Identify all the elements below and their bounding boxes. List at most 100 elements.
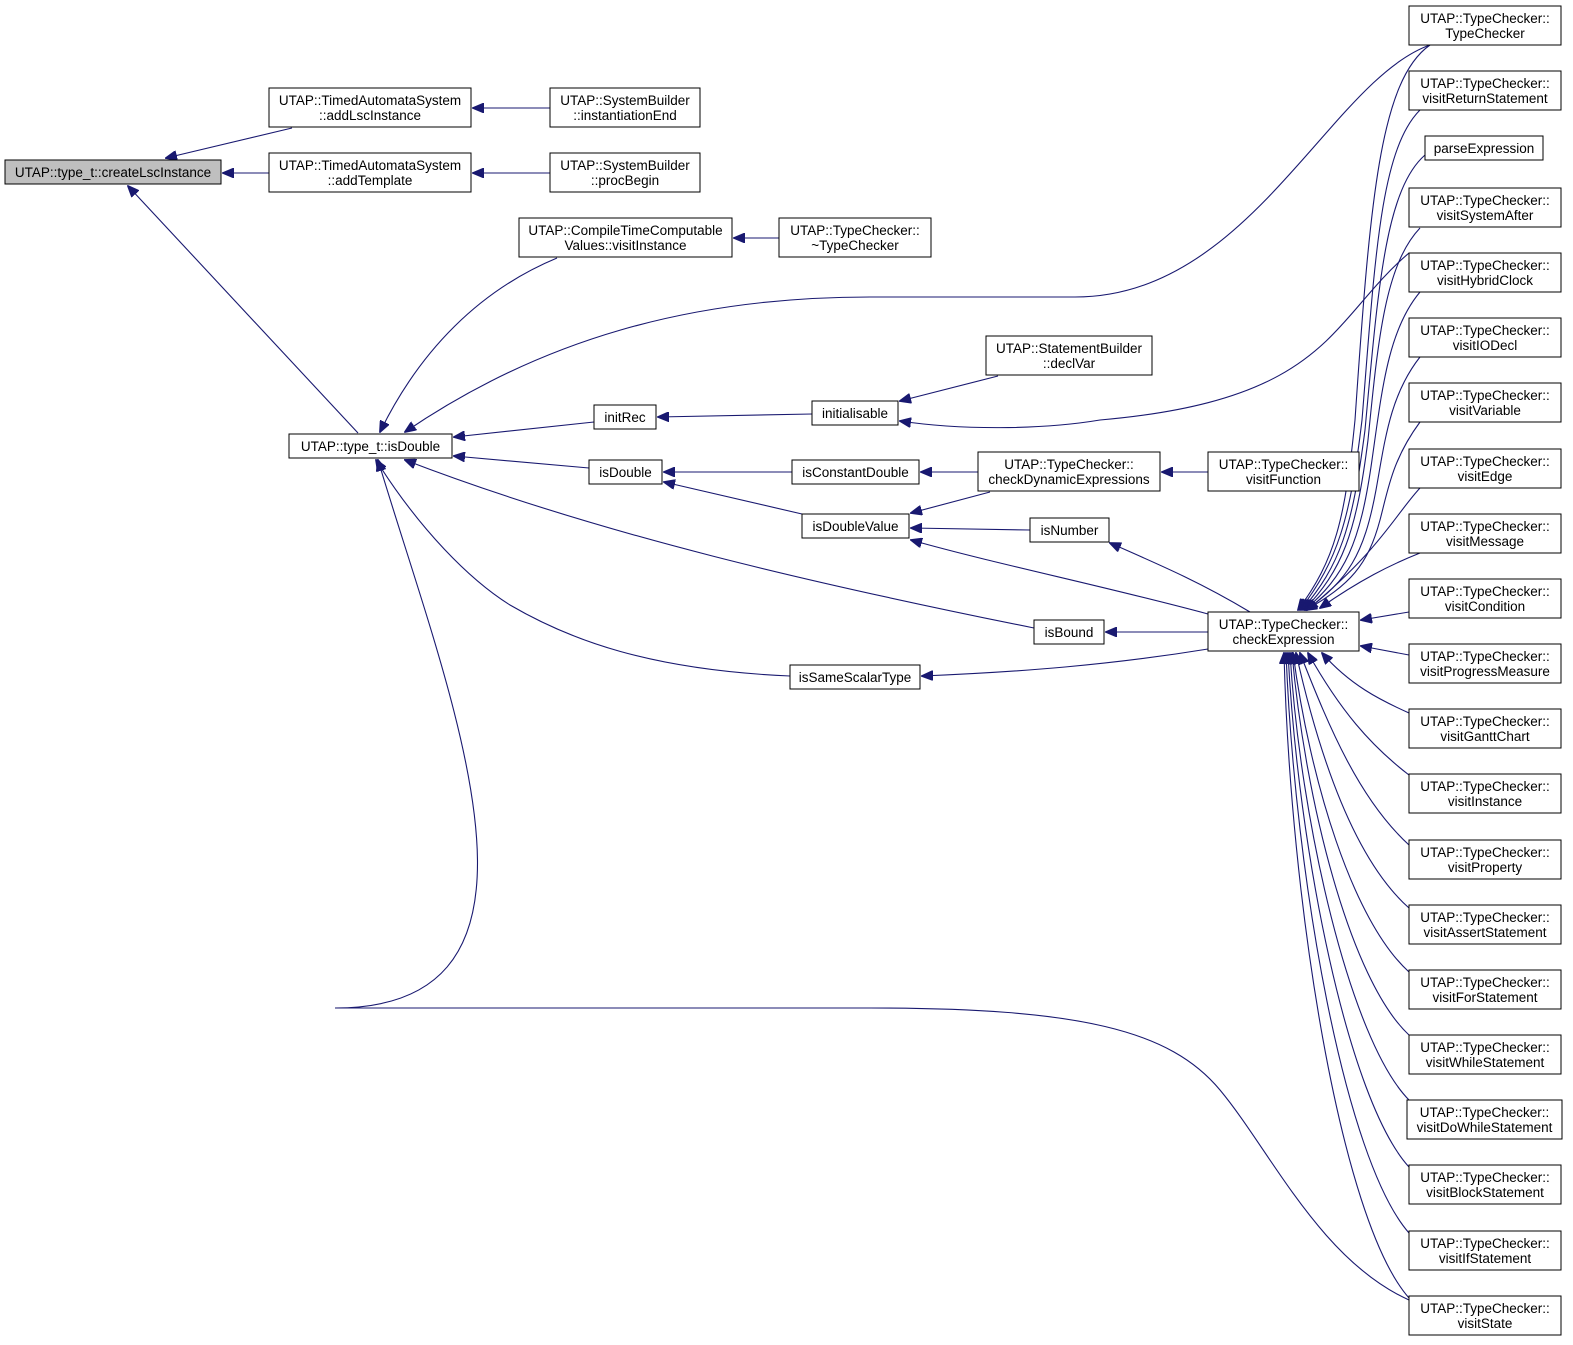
node-label: UTAP::TypeChecker:: (1420, 584, 1550, 599)
node-label: ::addTemplate (328, 173, 413, 188)
node-box (1408, 252, 1562, 293)
node-label: UTAP::type_t::isDouble (301, 439, 440, 454)
node-isNumber[interactable]: isNumber (1029, 517, 1110, 543)
node-label: visitAssertStatement (1423, 925, 1546, 940)
node-visitState[interactable]: UTAP::TypeChecker::visitState (1408, 1295, 1562, 1336)
edge-visitReturnStatement-to-checkExpression (1300, 109, 1421, 610)
node-initRec[interactable]: initRec (593, 404, 657, 430)
node-box (1408, 643, 1562, 684)
node-label: UTAP::TypeChecker:: (790, 223, 920, 238)
node-box (1408, 382, 1562, 423)
node-addTemplate[interactable]: UTAP::TimedAutomataSystem::addTemplate (268, 152, 472, 193)
node-label: Values::visitInstance (564, 238, 686, 253)
node-parseExpression[interactable]: parseExpression (1424, 135, 1544, 161)
node-addLscInstance[interactable]: UTAP::TimedAutomataSystem::addLscInstanc… (268, 87, 472, 128)
node-visitReturnStatement[interactable]: UTAP::TypeChecker::visitReturnStatement (1408, 70, 1562, 111)
node-ctcVisitInstance[interactable]: UTAP::CompileTimeComputableValues::visit… (518, 217, 733, 258)
node-label: visitGanttChart (1440, 729, 1530, 744)
node-label: UTAP::TypeChecker:: (1420, 1040, 1550, 1055)
node-label: UTAP::TypeChecker:: (1420, 193, 1550, 208)
node-visitIODecl[interactable]: UTAP::TypeChecker::visitIODecl (1408, 317, 1562, 358)
node-box (1424, 135, 1544, 161)
node-label: UTAP::TypeChecker:: (1219, 457, 1349, 472)
node-label: isNumber (1041, 523, 1099, 538)
node-visitCondition[interactable]: UTAP::TypeChecker::visitCondition (1408, 578, 1562, 619)
node-label: visitProperty (1448, 860, 1523, 875)
node-box (811, 400, 899, 426)
node-visitWhileStatement[interactable]: UTAP::TypeChecker::visitWhileStatement (1408, 1034, 1562, 1075)
node-visitVariable[interactable]: UTAP::TypeChecker::visitVariable (1408, 382, 1562, 423)
node-visitMessage[interactable]: UTAP::TypeChecker::visitMessage (1408, 513, 1562, 554)
edge-visitIfStatement-to-checkExpression (1286, 653, 1410, 1234)
edge-isDoubleValue-to-isDouble (664, 482, 803, 515)
node-dtorTypeChecker[interactable]: UTAP::TypeChecker::~TypeChecker (778, 217, 932, 258)
node-box (977, 451, 1161, 492)
node-visitProperty[interactable]: UTAP::TypeChecker::visitProperty (1408, 839, 1562, 880)
edge-declVar-to-initialisable (900, 375, 999, 401)
edge-initRec-to-typeIsDouble (454, 421, 595, 437)
node-label: UTAP::TypeChecker:: (1004, 457, 1134, 472)
node-box (1408, 317, 1562, 358)
node-visitGanttChart[interactable]: UTAP::TypeChecker::visitGanttChart (1408, 708, 1562, 749)
edge-isDouble-to-typeIsDouble (454, 456, 590, 469)
node-box (1408, 969, 1562, 1010)
edge-visitGanttChart-to-checkExpression (1322, 653, 1410, 714)
edge-visitAssertStatement-to-checkExpression (1296, 653, 1410, 909)
node-isDoubleValue[interactable]: isDoubleValue (801, 513, 910, 539)
node-label: visitProgressMeasure (1420, 664, 1550, 679)
node-visitProgressMeasure[interactable]: UTAP::TypeChecker::visitProgressMeasure (1408, 643, 1562, 684)
node-box (1408, 1230, 1562, 1271)
node-visitIfStatement[interactable]: UTAP::TypeChecker::visitIfStatement (1408, 1230, 1562, 1271)
node-visitEdge[interactable]: UTAP::TypeChecker::visitEdge (1408, 448, 1562, 489)
node-typeCheckerCtor[interactable]: UTAP::TypeChecker::TypeChecker (1408, 5, 1562, 46)
node-checkDynamicExpressions[interactable]: UTAP::TypeChecker::checkDynamicExpressio… (977, 451, 1161, 492)
node-initialisable[interactable]: initialisable (811, 400, 899, 426)
node-visitForStatement[interactable]: UTAP::TypeChecker::visitForStatement (1408, 969, 1562, 1010)
node-box (1408, 513, 1562, 554)
node-label: UTAP::TypeChecker:: (1420, 11, 1550, 26)
node-typeIsDouble[interactable]: UTAP::type_t::isDouble (288, 433, 453, 459)
node-instantiationEnd[interactable]: UTAP::SystemBuilder::instantiationEnd (549, 87, 701, 128)
node-isSameScalarType[interactable]: isSameScalarType (789, 664, 921, 690)
node-visitFunction[interactable]: UTAP::TypeChecker::visitFunction (1207, 451, 1360, 492)
node-box (1207, 611, 1360, 652)
edge-visitState-to-checkExpression (1284, 653, 1410, 1299)
edge-visitWhileStatement-to-checkExpression (1292, 653, 1410, 1036)
node-box (1408, 5, 1562, 46)
edge-isBound-to-typeIsDouble (405, 460, 1035, 629)
node-label: visitWhileStatement (1426, 1055, 1545, 1070)
node-procBegin[interactable]: UTAP::SystemBuilder::procBegin (549, 152, 701, 193)
node-box (778, 217, 932, 258)
node-label: UTAP::TypeChecker:: (1420, 454, 1550, 469)
node-isBound[interactable]: isBound (1033, 619, 1105, 645)
node-visitAssertStatement[interactable]: UTAP::TypeChecker::visitAssertStatement (1408, 904, 1562, 945)
node-visitHybridClock[interactable]: UTAP::TypeChecker::visitHybridClock (1408, 252, 1562, 293)
edge-ctcVisitInstance-to-typeIsDouble (380, 257, 558, 432)
node-label: UTAP::TypeChecker:: (1420, 258, 1550, 273)
node-isDouble[interactable]: isDouble (588, 459, 663, 485)
edge-typeCheckerCtor-to-initialisable (900, 252, 1410, 429)
node-visitSystemAfter[interactable]: UTAP::TypeChecker::visitSystemAfter (1408, 187, 1562, 228)
node-label: UTAP::TypeChecker:: (1420, 975, 1550, 990)
node-visitBlockStatement[interactable]: UTAP::TypeChecker::visitBlockStatement (1408, 1164, 1562, 1205)
node-isConstantDouble[interactable]: isConstantDouble (791, 459, 920, 485)
node-label: UTAP::TypeChecker:: (1420, 519, 1550, 534)
node-label: ~TypeChecker (811, 238, 899, 253)
node-visitDoWhileStatement[interactable]: UTAP::TypeChecker::visitDoWhileStatement (1406, 1099, 1563, 1140)
node-label: checkDynamicExpressions (988, 472, 1150, 487)
node-label: UTAP::TypeChecker:: (1420, 388, 1550, 403)
edge-initialisable-to-initRec (658, 414, 813, 417)
node-createLscInstance[interactable]: UTAP::type_t::createLscInstance (4, 159, 222, 185)
edge-visitBlockStatement-to-checkExpression (1288, 653, 1410, 1168)
node-label: visitDoWhileStatement (1417, 1120, 1553, 1135)
node-label: UTAP::TimedAutomataSystem (279, 93, 461, 108)
node-declVar[interactable]: UTAP::StatementBuilder::declVar (985, 335, 1153, 376)
node-visitInstance[interactable]: UTAP::TypeChecker::visitInstance (1408, 773, 1562, 814)
edge-checkExpression-to-isNumber (1110, 543, 1251, 613)
node-box (4, 159, 222, 185)
edge-visitProgressMeasure-to-checkExpression (1361, 646, 1410, 656)
node-box (518, 217, 733, 258)
node-checkExpression[interactable]: UTAP::TypeChecker::checkExpression (1207, 611, 1360, 652)
edge-checkExpression-to-isSameScalarType (922, 648, 1209, 676)
